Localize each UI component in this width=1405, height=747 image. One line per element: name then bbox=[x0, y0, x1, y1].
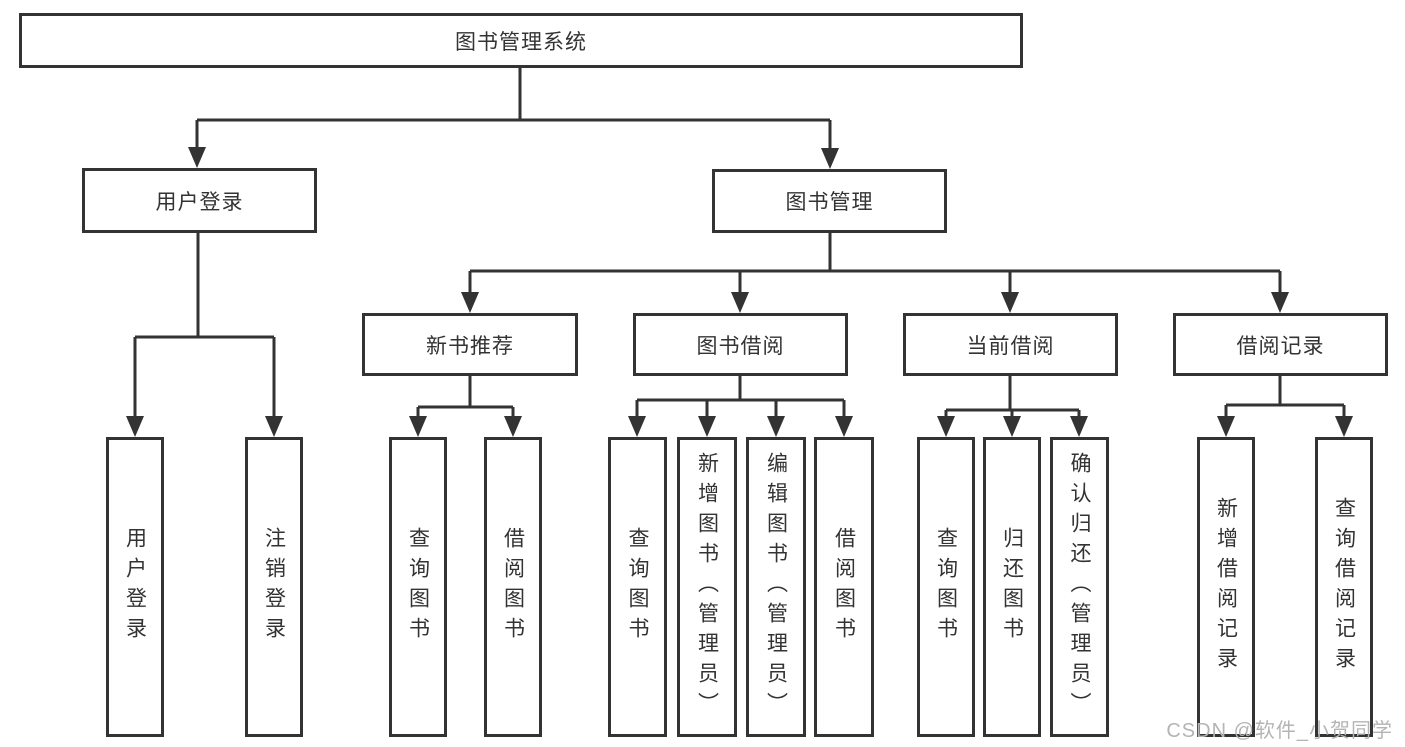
node-label: 查询图书 bbox=[406, 527, 430, 647]
leaf-add-book-admin: 新增图书（管理员） bbox=[677, 437, 737, 737]
node-label: 注销登录 bbox=[262, 527, 286, 647]
node-label: 新增借阅记录 bbox=[1214, 497, 1238, 677]
node-label: 新增图书（管理员） bbox=[695, 452, 719, 722]
current-split-line bbox=[946, 376, 1079, 412]
node-label: 编辑图书（管理员） bbox=[764, 452, 788, 722]
node-borrow-records: 借阅记录 bbox=[1173, 313, 1388, 376]
leaf-edit-book-admin: 编辑图书（管理员） bbox=[746, 437, 806, 737]
node-book-management: 图书管理 bbox=[712, 169, 947, 233]
node-current-borrow: 当前借阅 bbox=[903, 313, 1118, 376]
node-label: 当前借阅 bbox=[966, 334, 1055, 358]
leaf-add-borrow-record: 新增借阅记录 bbox=[1197, 437, 1255, 737]
node-user-login: 用户登录 bbox=[82, 168, 317, 233]
leaf-query-books-recommend: 查询图书 bbox=[389, 437, 447, 737]
leaf-query-books-current: 查询图书 bbox=[917, 437, 975, 737]
leaf-confirm-return-admin: 确认归还（管理员） bbox=[1050, 437, 1109, 737]
node-label: 查询借阅记录 bbox=[1332, 497, 1356, 677]
node-label: 归还图书 bbox=[1000, 527, 1024, 647]
node-library-system: 图书管理系统 bbox=[19, 13, 1023, 68]
node-label: 图书管理 bbox=[785, 191, 874, 214]
leaf-logout: 注销登录 bbox=[245, 437, 303, 737]
leaf-return-book: 归还图书 bbox=[983, 437, 1041, 737]
root-split-line bbox=[197, 68, 830, 122]
user-login-split-line bbox=[135, 233, 274, 339]
node-label: 借阅记录 bbox=[1236, 334, 1325, 358]
node-label: 用户登录 bbox=[123, 527, 147, 647]
recommend-split-line bbox=[418, 376, 513, 409]
node-label: 查询图书 bbox=[626, 527, 649, 647]
book-mgmt-split-line bbox=[470, 233, 1280, 273]
node-label: 用户登录 bbox=[155, 190, 244, 214]
node-book-borrow: 图书借阅 bbox=[633, 313, 848, 376]
leaf-query-books-borrow: 查询图书 bbox=[608, 437, 667, 737]
records-split-line bbox=[1226, 376, 1344, 407]
leaf-borrow-books: 借阅图书 bbox=[814, 437, 874, 737]
csdn-watermark: CSDN @软件_小贺同学 bbox=[1166, 720, 1393, 742]
node-label: 借阅图书 bbox=[832, 527, 856, 647]
node-label: 确认归还（管理员） bbox=[1068, 452, 1091, 722]
leaf-query-borrow-record: 查询借阅记录 bbox=[1315, 437, 1373, 737]
node-label: 借阅图书 bbox=[501, 527, 525, 647]
node-label: 查询图书 bbox=[934, 527, 958, 647]
borrow-split-line bbox=[637, 376, 844, 402]
node-label: 图书借阅 bbox=[696, 334, 785, 358]
node-label: 图书管理系统 bbox=[455, 30, 587, 54]
node-new-book-recommend: 新书推荐 bbox=[362, 313, 578, 376]
node-label: 新书推荐 bbox=[426, 334, 514, 358]
leaf-user-login: 用户登录 bbox=[106, 437, 164, 737]
leaf-borrow-books-recommend: 借阅图书 bbox=[484, 437, 542, 737]
